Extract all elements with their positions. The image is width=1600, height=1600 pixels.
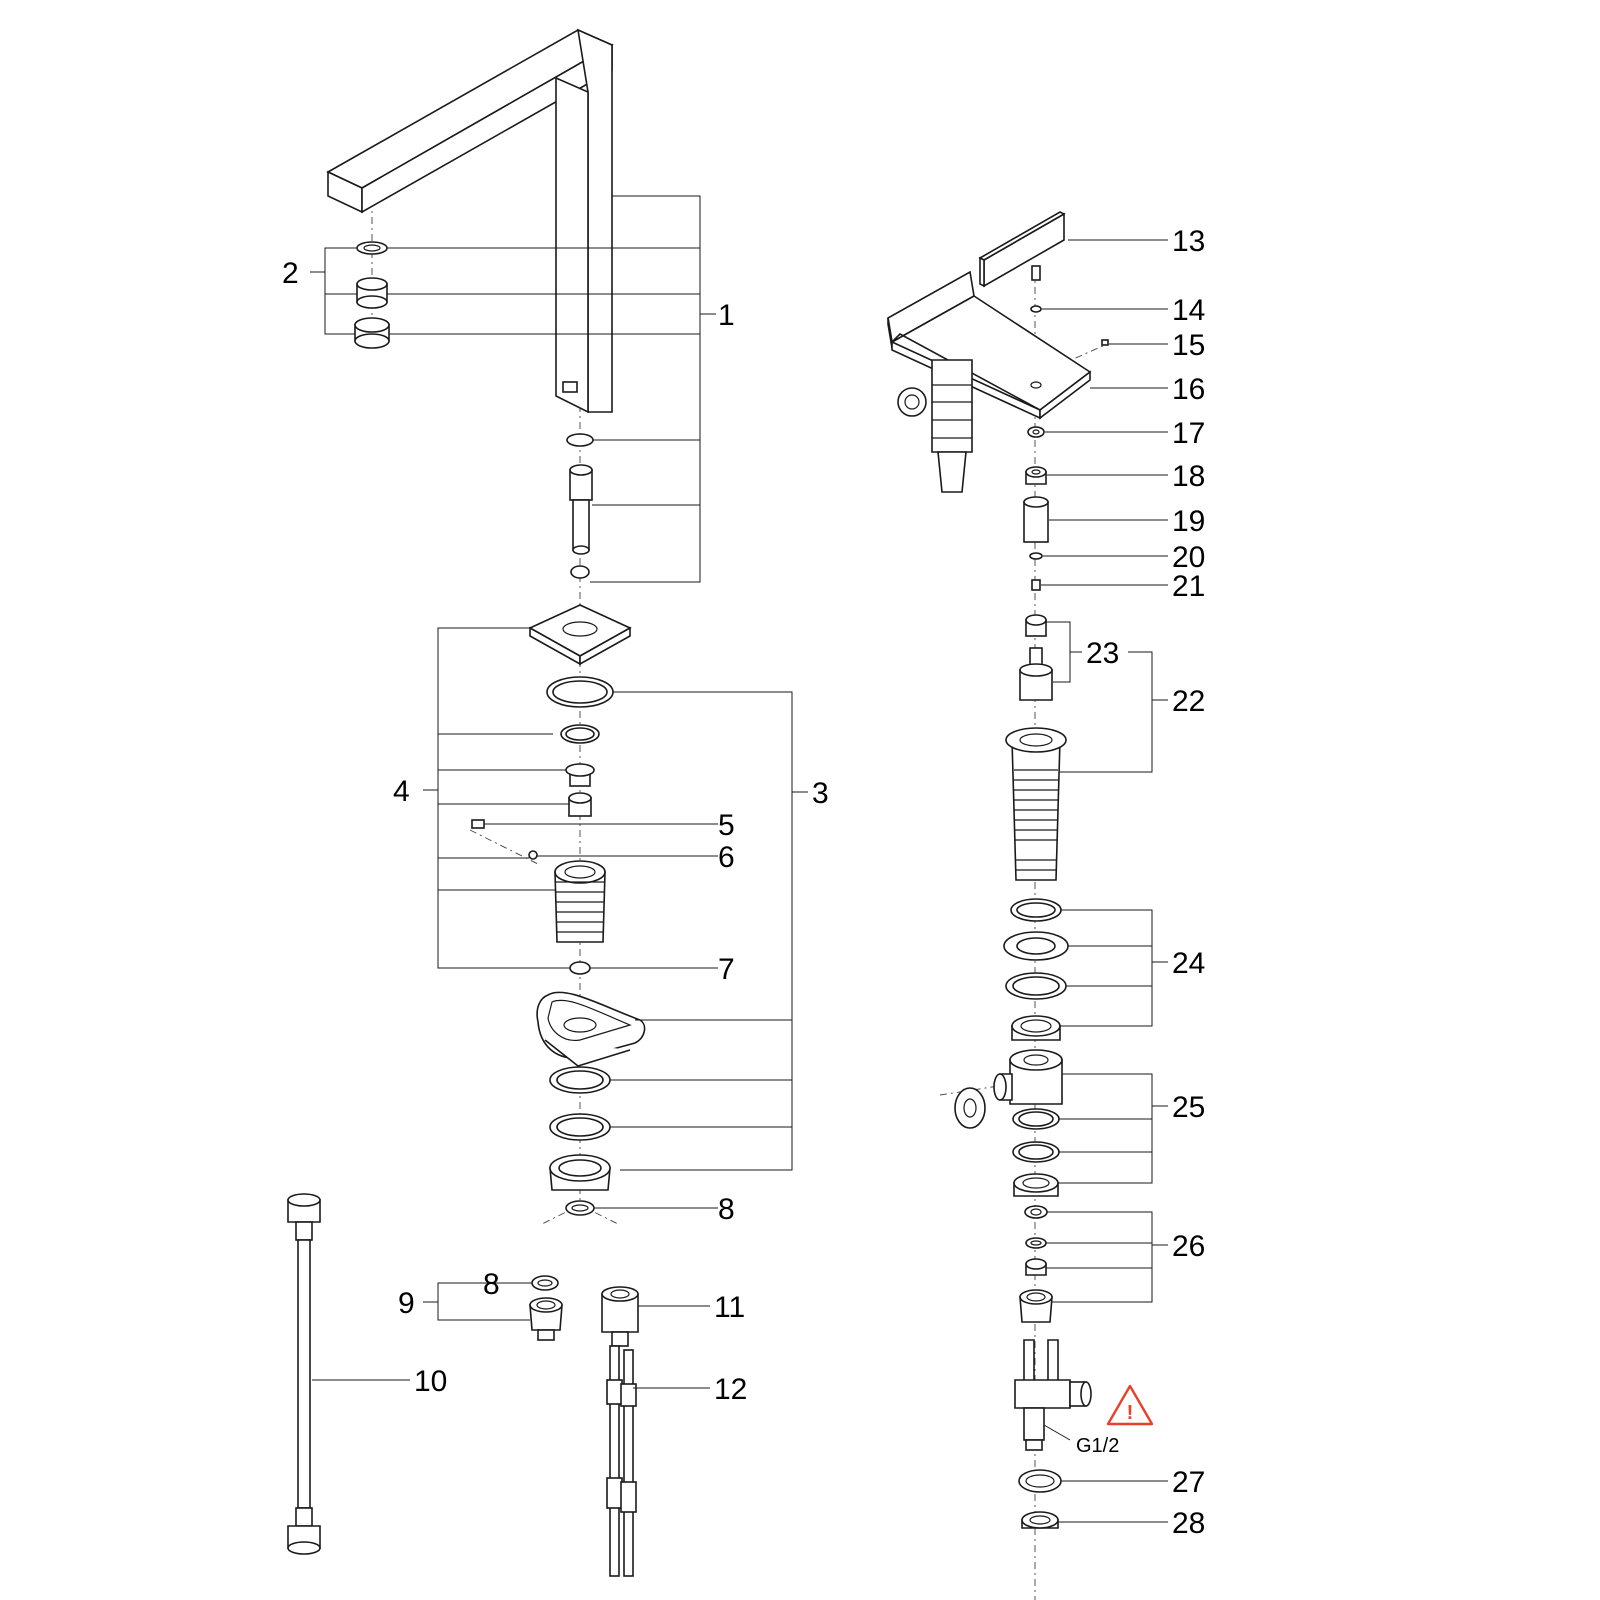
hose-adapter (601, 1286, 639, 1347)
cartridge-housing (1005, 727, 1067, 881)
callout-7: 7 (718, 953, 735, 986)
angle-valve (1014, 1339, 1092, 1451)
callout-18: 18 (1172, 460, 1205, 493)
installation-set (536, 991, 646, 1216)
callout-17: 17 (1172, 417, 1205, 450)
warning-symbol: ! (1127, 1402, 1134, 1424)
callout-12: 12 (714, 1373, 747, 1406)
washer-set-24 (1003, 898, 1069, 1041)
callout-8-top: 8 (718, 1193, 735, 1226)
callout-4: 4 (393, 775, 410, 808)
aerator-set (354, 241, 390, 349)
callout-23: 23 (1086, 637, 1119, 670)
callout-5: 5 (718, 809, 735, 842)
callout-16: 16 (1172, 373, 1205, 406)
spout-connector (566, 433, 594, 579)
callout-1: 1 (718, 299, 735, 332)
callout-14: 14 (1172, 294, 1205, 327)
washer-27 (1018, 1469, 1062, 1493)
callout-24: 24 (1172, 947, 1205, 980)
supply-hose-10 (287, 1193, 321, 1555)
callout-28: 28 (1172, 1507, 1205, 1540)
handle-body (887, 270, 1092, 493)
cartridge (1019, 614, 1053, 701)
callout-numbers: 1 2 3 4 5 6 7 8 8 9 10 11 12 13 14 15 16… (282, 225, 1205, 1540)
compression-set-26 (1019, 1205, 1053, 1323)
callout-22: 22 (1172, 685, 1205, 718)
handle-fasteners (1023, 426, 1049, 591)
supply-hoses-12 (606, 1345, 637, 1577)
callout-10: 10 (414, 1365, 447, 1398)
leader-lines (310, 195, 1168, 1523)
warning-icon: ! (1106, 1384, 1154, 1426)
mounting-set (471, 604, 632, 975)
lever-handle (978, 211, 1109, 346)
callout-8-bottom: 8 (483, 1268, 500, 1301)
callout-15: 15 (1172, 329, 1205, 362)
callout-13: 13 (1172, 225, 1205, 258)
spout (326, 28, 614, 414)
callout-21: 21 (1172, 570, 1205, 603)
connector-nut (529, 1275, 563, 1341)
callout-19: 19 (1172, 505, 1205, 538)
callout-6: 6 (718, 841, 735, 874)
callout-27: 27 (1172, 1466, 1205, 1499)
callout-3: 3 (812, 777, 829, 810)
nut-28 (1021, 1511, 1059, 1529)
callout-25: 25 (1172, 1091, 1205, 1124)
callout-20: 20 (1172, 541, 1205, 574)
callout-11: 11 (714, 1291, 745, 1324)
callout-26: 26 (1172, 1230, 1205, 1263)
callout-9: 9 (398, 1287, 415, 1320)
thread-spec-label: G1/2 (1076, 1435, 1119, 1457)
callout-2: 2 (282, 257, 299, 290)
mixer-body-25 (954, 1049, 1063, 1197)
